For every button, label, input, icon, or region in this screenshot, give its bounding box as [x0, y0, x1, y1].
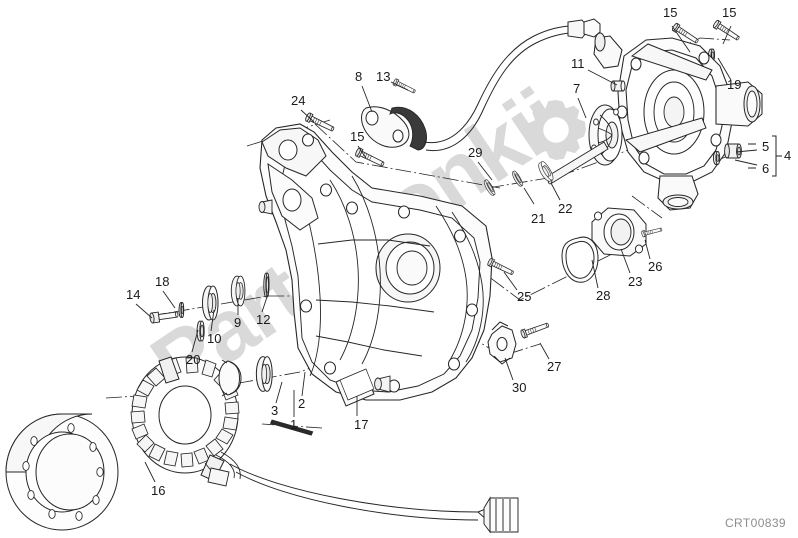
callout-17: 17 — [354, 417, 369, 432]
callout-23: 23 — [628, 274, 643, 289]
callout-4: 4 — [784, 148, 792, 163]
callout-8: 8 — [355, 69, 363, 84]
group-bracket-4 — [748, 135, 782, 177]
shim-12 — [263, 272, 270, 298]
callout-20: 20 — [186, 352, 201, 367]
callout-24: 24 — [291, 93, 306, 108]
callout-2: 2 — [298, 396, 306, 411]
callout-7: 7 — [573, 81, 581, 96]
washer-6 — [712, 151, 721, 165]
callout-1: 1 — [290, 417, 298, 432]
callout-6: 6 — [762, 161, 770, 176]
callout-26: 26 — [648, 259, 663, 274]
plug-bottom — [374, 375, 391, 393]
seal-20 — [196, 320, 205, 342]
impeller-shaft-7 — [547, 104, 623, 185]
part-code-label: CRT00839 — [724, 516, 786, 530]
callout-27: 27 — [547, 359, 562, 374]
callout-9: 9 — [234, 315, 242, 330]
sensor-bracket-8 — [361, 106, 427, 151]
sensor-wire-13 — [423, 18, 601, 152]
dowel-pin-1 — [269, 419, 314, 436]
gear-icon — [526, 100, 586, 160]
callout-11: 11 — [571, 56, 585, 71]
callout-25: 25 — [517, 289, 532, 304]
callout-12: 12 — [256, 312, 271, 327]
callout-3: 3 — [271, 403, 279, 418]
callout-18: 18 — [155, 274, 170, 289]
callout-15-mid: 15 — [350, 129, 365, 144]
washer-18 — [178, 302, 185, 318]
callout-28: 28 — [596, 288, 611, 303]
callout-5: 5 — [762, 139, 770, 154]
callout-10: 10 — [207, 331, 222, 346]
bearing-2 — [255, 356, 273, 392]
callout-22: 22 — [558, 201, 573, 216]
callout-19: 19 — [727, 77, 742, 92]
callout-16: 16 — [151, 483, 166, 498]
pad-17 — [335, 368, 375, 407]
callout-21: 21 — [531, 211, 546, 226]
bolt-14 — [149, 311, 179, 324]
connector-plug — [483, 496, 519, 534]
bearing-10 — [202, 285, 219, 321]
lever-30 — [487, 321, 517, 365]
callout-15-top-right: 15 — [722, 5, 737, 20]
flange-23 — [591, 207, 647, 257]
callout-14: 14 — [126, 287, 141, 302]
callout-13: 13 — [376, 69, 391, 84]
left-parts-stack — [149, 272, 314, 436]
callout-15-top-left: 15 — [663, 5, 678, 20]
circlip-3 — [218, 359, 242, 397]
plug-left — [258, 199, 273, 215]
leader-lines — [135, 25, 758, 483]
generator-cover — [258, 123, 493, 407]
water-pump-body — [593, 32, 763, 211]
stator-assembly — [130, 356, 241, 487]
bush-5 — [724, 143, 742, 159]
flywheel-rotor — [5, 413, 119, 531]
callout-29: 29 — [468, 145, 483, 160]
gasket-28 — [561, 236, 599, 283]
callout-30: 30 — [512, 380, 527, 395]
